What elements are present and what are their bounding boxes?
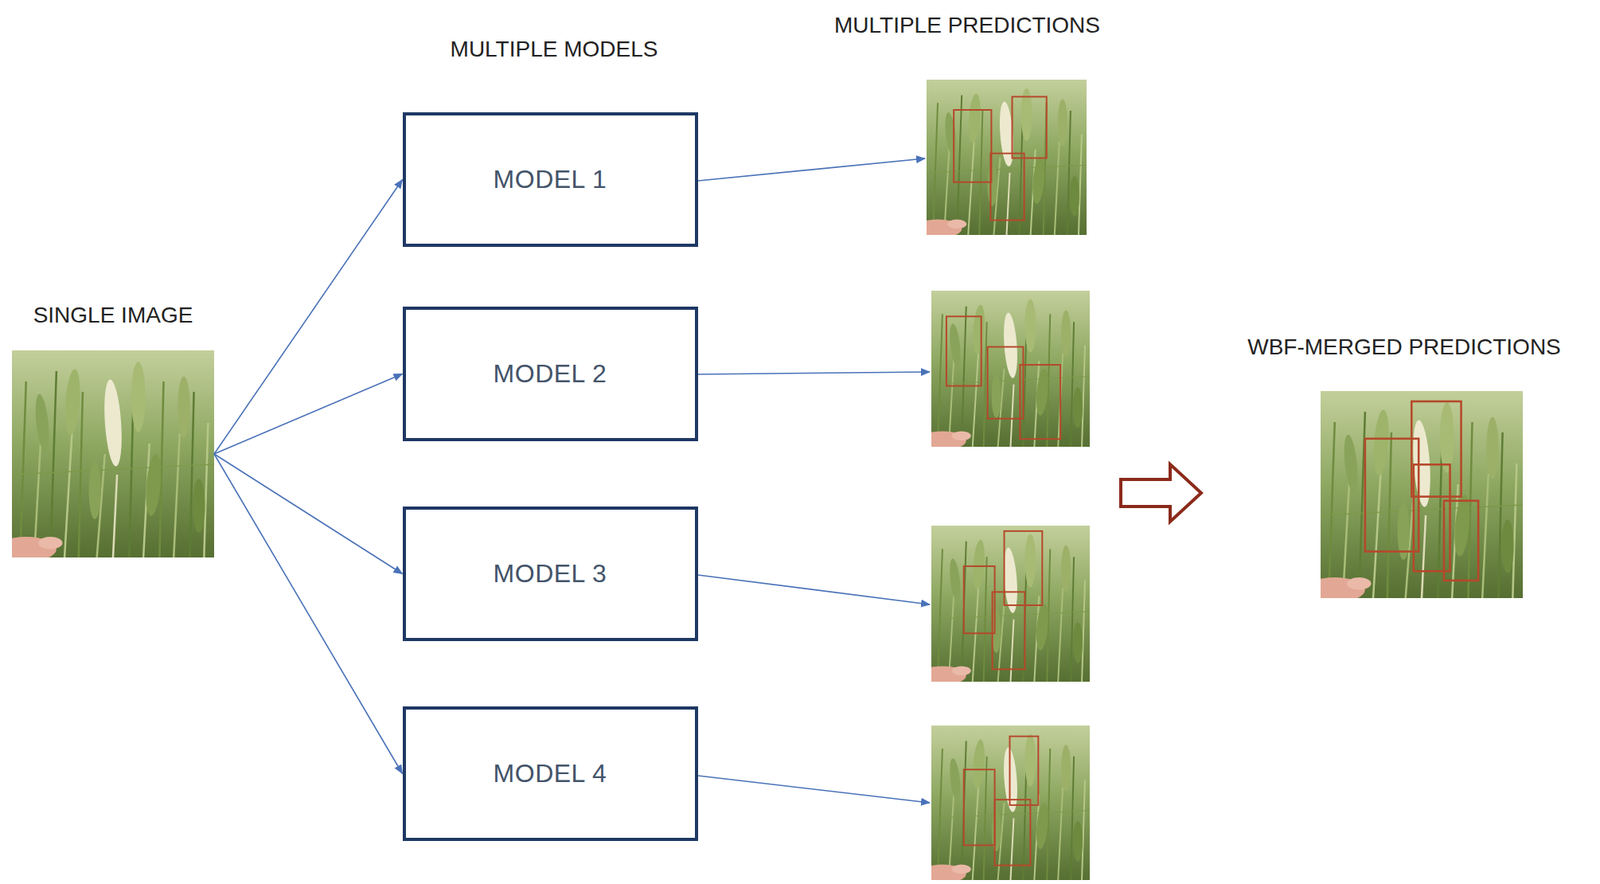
illustration-part — [918, 725, 1090, 883]
illustration-part — [1304, 390, 1523, 602]
node-text: MODEL 3 — [493, 558, 608, 589]
connector-arrow — [214, 179, 403, 455]
model-box: MODEL 3 — [402, 506, 699, 641]
illustration-part — [963, 736, 1039, 866]
illustration-part — [1004, 530, 1043, 605]
illustration-part — [987, 347, 1024, 419]
prediction-photo — [913, 79, 1087, 239]
wheat-photo — [0, 350, 215, 562]
node-text: MODEL 2 — [493, 359, 608, 389]
illustration-part — [698, 158, 925, 181]
illustration-part — [992, 591, 1026, 669]
image-node: WBF-MERGED PREDICTIONS — [1213, 334, 1596, 598]
illustration-part — [698, 574, 930, 605]
prediction-photo — [918, 525, 1090, 685]
illustration-part — [995, 799, 1031, 865]
illustration-part — [918, 525, 1090, 685]
prediction-arrows — [698, 158, 930, 803]
node-text: MODEL 4 — [493, 758, 608, 789]
model-box: MODEL 2 — [402, 306, 699, 441]
node-text: MODEL 1 — [493, 164, 608, 195]
illustration-part — [913, 79, 1087, 239]
illustration-part — [698, 775, 930, 803]
column-heading: MULTIPLE PREDICTIONS — [834, 12, 1101, 39]
illustration-part — [963, 768, 996, 845]
prediction-photo — [918, 725, 1090, 883]
illustration-part — [1365, 438, 1419, 552]
merged-photo — [1304, 390, 1523, 602]
node-text: SINGLE IMAGE — [33, 302, 194, 328]
model-box: MODEL 4 — [402, 706, 699, 841]
merge-arrow — [1120, 464, 1202, 522]
prediction-photo — [918, 290, 1090, 450]
illustration-part — [1365, 401, 1479, 581]
illustration-part — [946, 316, 1061, 439]
illustration-part — [963, 565, 996, 633]
illustration-part — [0, 350, 215, 562]
node-text: WBF-MERGED PREDICTIONS — [1247, 334, 1561, 360]
illustration-part — [1012, 96, 1047, 158]
illustration-part — [1443, 500, 1479, 581]
column-heading: MULTIPLE MODELS — [450, 36, 659, 63]
illustration-part — [1019, 364, 1061, 439]
illustration-part — [1010, 736, 1039, 805]
illustration-part — [963, 530, 1043, 669]
connector-arrow — [214, 374, 403, 455]
illustration-part — [953, 96, 1047, 220]
illustration-part — [918, 290, 1090, 450]
image-node: SINGLE IMAGE — [11, 302, 215, 558]
illustration-part — [946, 316, 982, 386]
model-box: MODEL 1 — [402, 112, 699, 247]
illustration-part — [990, 153, 1024, 221]
illustration-part — [953, 109, 992, 183]
illustration-part — [698, 371, 930, 375]
connector-arrow — [214, 453, 403, 774]
connector-arrow — [214, 453, 403, 574]
